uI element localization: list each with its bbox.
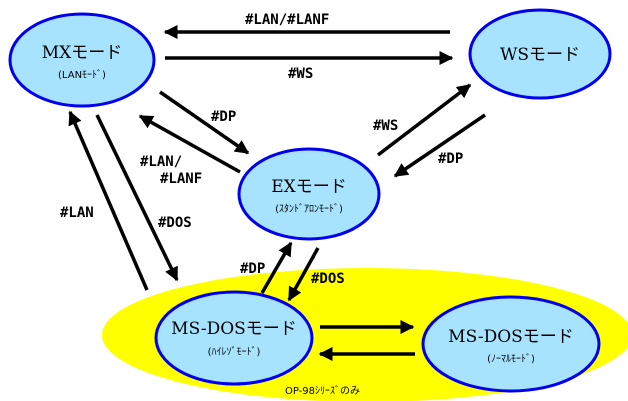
- label-mx-to-ex: #DP: [211, 109, 236, 125]
- label-mx-to-dos: #DOS: [158, 215, 192, 231]
- arrow-ex-to-mx: [138, 114, 241, 174]
- label-ex-to-mx-line1: #LAN/: [140, 154, 182, 170]
- node-ex-subtitle: (ｽﾀﾝﾄﾞｱﾛﾝﾓｰﾄﾞ): [275, 203, 343, 215]
- label-ex-to-dos: #DOS: [311, 271, 345, 287]
- arrow-dos-to-mx: [68, 110, 149, 291]
- node-msdos-normal-shape: [421, 295, 601, 393]
- node-msdos-hires-shape: [154, 290, 314, 386]
- arrow-mx-to-ex: [159, 90, 250, 155]
- label-ws-to-ex: #DP: [438, 151, 463, 167]
- node-msdos-hires-mode: MS-DOSモード (ﾊｲﾚｿﾞﾓｰﾄﾞ): [154, 290, 314, 386]
- node-ws-mode: WSモード: [468, 8, 612, 100]
- label-mx-to-ws: #WS: [288, 66, 313, 82]
- label-ws-to-mx: #LAN/#LANF: [245, 12, 329, 28]
- arrow-mx-to-dos: [95, 114, 179, 282]
- node-msdos-hires-title: MS-DOSモード: [171, 319, 297, 339]
- node-mx-shape: [8, 12, 156, 108]
- arrow-ws-to-ex: [393, 113, 486, 178]
- node-mx-mode: MXモード (LANﾓｰﾄﾞ): [8, 12, 156, 108]
- arrow-ex-to-dos: [287, 247, 320, 302]
- node-ex-shape: [237, 147, 381, 241]
- arrow-dos-to-ex: [260, 241, 293, 294]
- node-msdos-hires-subtitle: (ﾊｲﾚｿﾞﾓｰﾄﾞ): [208, 346, 261, 358]
- node-mx-title: MXモード: [42, 43, 123, 63]
- node-msdos-normal-subtitle: (ﾉｰﾏﾙﾓｰﾄﾞ): [487, 353, 535, 365]
- node-ex-title: EXモード: [271, 177, 347, 197]
- node-ws-title: WSモード: [500, 45, 580, 65]
- node-ex-mode: EXモード (ｽﾀﾝﾄﾞｱﾛﾝﾓｰﾄﾞ): [237, 147, 381, 241]
- node-msdos-normal-title: MS-DOSモード: [448, 327, 574, 347]
- arrow-ex-to-ws: [376, 83, 472, 157]
- label-dos-to-mx: #LAN: [60, 205, 94, 221]
- label-ex-to-mx-line2: #LANF: [160, 171, 202, 187]
- node-mx-subtitle: (LANﾓｰﾄﾞ): [58, 69, 106, 81]
- label-dos-to-ex: #DP: [240, 261, 265, 277]
- label-ex-to-ws: #WS: [373, 118, 398, 134]
- arrows: [68, 25, 486, 361]
- node-ws-shape: [468, 8, 612, 100]
- region-note: OP-98ｼﾘｰｽﾞのみ: [285, 385, 360, 397]
- node-msdos-normal-mode: MS-DOSモード (ﾉｰﾏﾙﾓｰﾄﾞ): [421, 295, 601, 393]
